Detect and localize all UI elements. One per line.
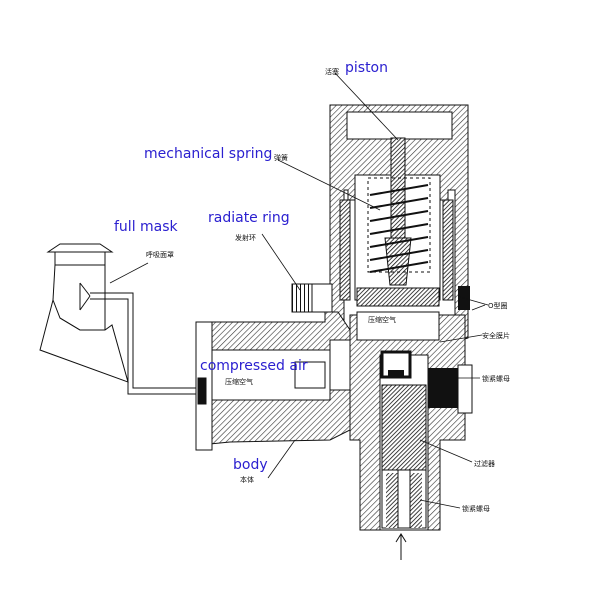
inlet-arrow	[395, 533, 407, 560]
label-filter-cn: 过滤器	[474, 459, 495, 468]
label-radiate-cn: 发射环	[235, 233, 256, 242]
mechanical-spring	[367, 177, 431, 273]
lock-nut-right	[428, 368, 458, 408]
label-compressed-air: compressed air	[200, 358, 308, 374]
lock-nut-right-cap	[457, 364, 473, 414]
air-hose	[90, 292, 205, 395]
radiate-ring-face	[311, 283, 333, 313]
lock-nut-bottom-bore	[397, 469, 411, 529]
safety-disc	[380, 350, 412, 379]
label-lock-nut-bottom-cn: 锁紧螺母	[462, 504, 490, 513]
label-compressed-air-inner-cn: 压缩空气	[368, 315, 396, 324]
label-spring-cn: 弹簧	[274, 153, 288, 162]
full-mask	[39, 243, 129, 383]
label-o-ring-cn: O型圈	[488, 301, 508, 310]
label-mechanical-spring: mechanical spring	[144, 146, 272, 162]
leader-lines	[109, 72, 489, 509]
label-lock-nut-right-cn: 锁紧螺母	[482, 374, 510, 383]
lock-nut-bottom-left	[386, 473, 398, 528]
label-body-cn: 本体	[240, 475, 254, 484]
label-safety-disc-cn: 安全膜片	[482, 331, 510, 340]
label-piston-cn: 活塞	[325, 67, 339, 76]
label-body: body	[233, 457, 268, 473]
piston-head	[356, 287, 440, 307]
filter	[381, 384, 427, 471]
valve-seat	[388, 370, 404, 378]
piston-rod	[390, 137, 406, 239]
lock-nut-bottom-right	[410, 473, 422, 528]
label-piston: piston	[345, 60, 388, 76]
label-compressed-air-cn: 压缩空气	[225, 377, 253, 386]
label-mask-cn: 呼吸面罩	[146, 250, 174, 259]
label-full-mask: full mask	[114, 219, 179, 235]
piston-taper	[384, 237, 412, 286]
label-radiate-ring: radiate ring	[208, 210, 290, 226]
